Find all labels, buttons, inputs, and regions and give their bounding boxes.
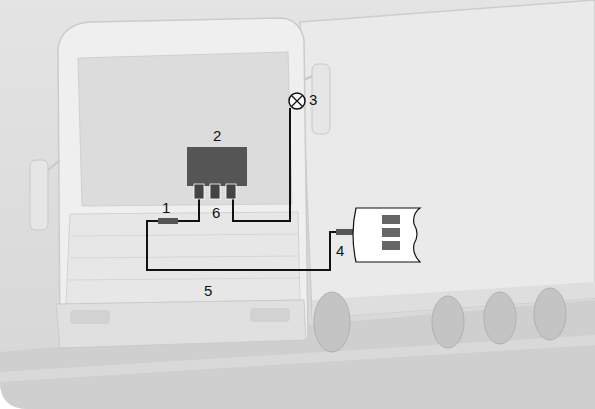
bumper — [56, 300, 306, 348]
grille-line — [68, 278, 299, 280]
headlight — [70, 310, 110, 324]
mirror-arm — [304, 76, 312, 80]
trailer-wheel — [484, 292, 516, 344]
module-socket — [382, 241, 400, 250]
windshield — [78, 52, 292, 206]
headlight — [250, 308, 290, 322]
warning-lamp — [289, 93, 305, 109]
mirror-arm — [48, 160, 60, 170]
trailer-wheel — [432, 296, 464, 348]
callout-number: 6 — [212, 205, 220, 220]
control-unit — [187, 147, 247, 186]
module-socket — [382, 228, 400, 237]
callout-number: 3 — [309, 92, 317, 107]
module-socket — [382, 215, 400, 224]
grille — [66, 212, 300, 304]
callout-number: 2 — [213, 128, 221, 143]
trailer-body — [300, 0, 595, 318]
plug-connector — [158, 218, 178, 224]
callout-number: 4 — [336, 243, 344, 258]
callout-number: 1 — [162, 200, 170, 215]
callout-number: 5 — [204, 283, 212, 298]
trailer-module-outline — [353, 208, 420, 262]
data-cable — [147, 198, 342, 270]
mirror — [30, 160, 48, 230]
unit-connector — [194, 184, 204, 199]
unit-connector — [210, 184, 220, 199]
trailer-wheel — [534, 288, 566, 340]
grille-line — [72, 234, 298, 236]
plug-connector — [336, 229, 354, 235]
unit-connector — [226, 184, 236, 199]
cab-body — [58, 18, 308, 348]
grille-line — [70, 256, 299, 258]
cab-wheel — [314, 292, 350, 352]
